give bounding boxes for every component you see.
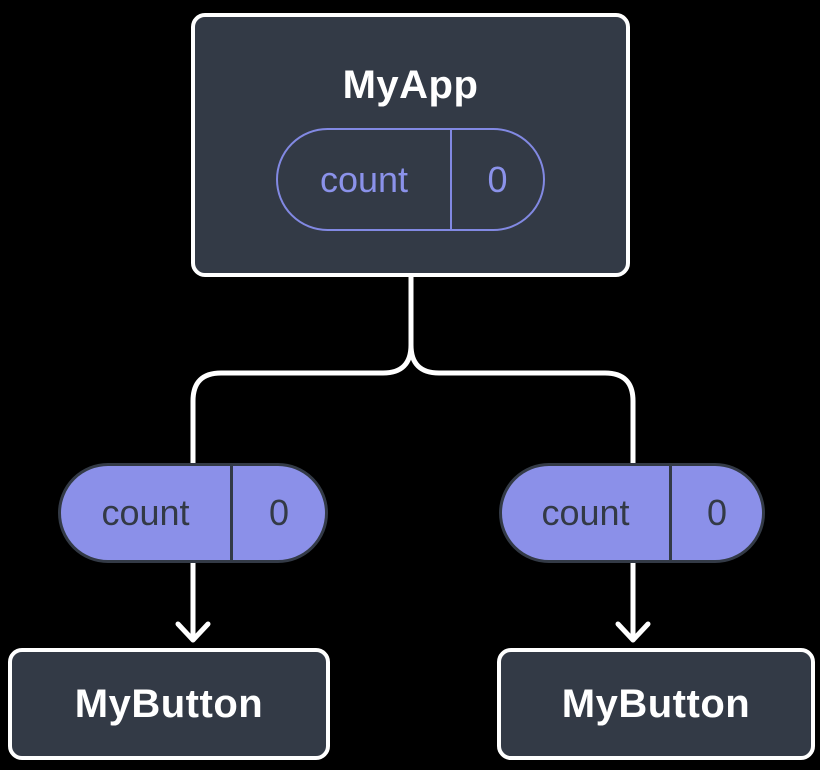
arrow-down-icon bbox=[175, 621, 211, 643]
node-mybutton-left: MyButton bbox=[8, 648, 330, 760]
state-pill-root: count 0 bbox=[276, 128, 545, 231]
node-myapp-title: MyApp bbox=[342, 63, 479, 107]
state-pill-root-name: count bbox=[319, 158, 409, 200]
connector-right-branch bbox=[408, 342, 636, 640]
node-mybutton-right-title: MyButton bbox=[561, 682, 751, 726]
state-pill-root-value: 0 bbox=[450, 130, 543, 229]
node-mybutton-left-title: MyButton bbox=[74, 682, 264, 726]
prop-pill-right-name: count bbox=[541, 492, 630, 533]
prop-pill-right-value: 0 bbox=[669, 466, 762, 560]
prop-pill-left-name: count bbox=[101, 492, 190, 533]
node-myapp: MyApp count 0 bbox=[191, 13, 630, 277]
prop-pill-right: count 0 bbox=[499, 463, 765, 563]
prop-pill-left-value: 0 bbox=[230, 466, 325, 560]
connector-stem-left-branch bbox=[190, 274, 414, 640]
arrow-down-icon bbox=[615, 621, 651, 643]
prop-pill-left: count 0 bbox=[58, 463, 328, 563]
node-mybutton-right: MyButton bbox=[497, 648, 815, 760]
